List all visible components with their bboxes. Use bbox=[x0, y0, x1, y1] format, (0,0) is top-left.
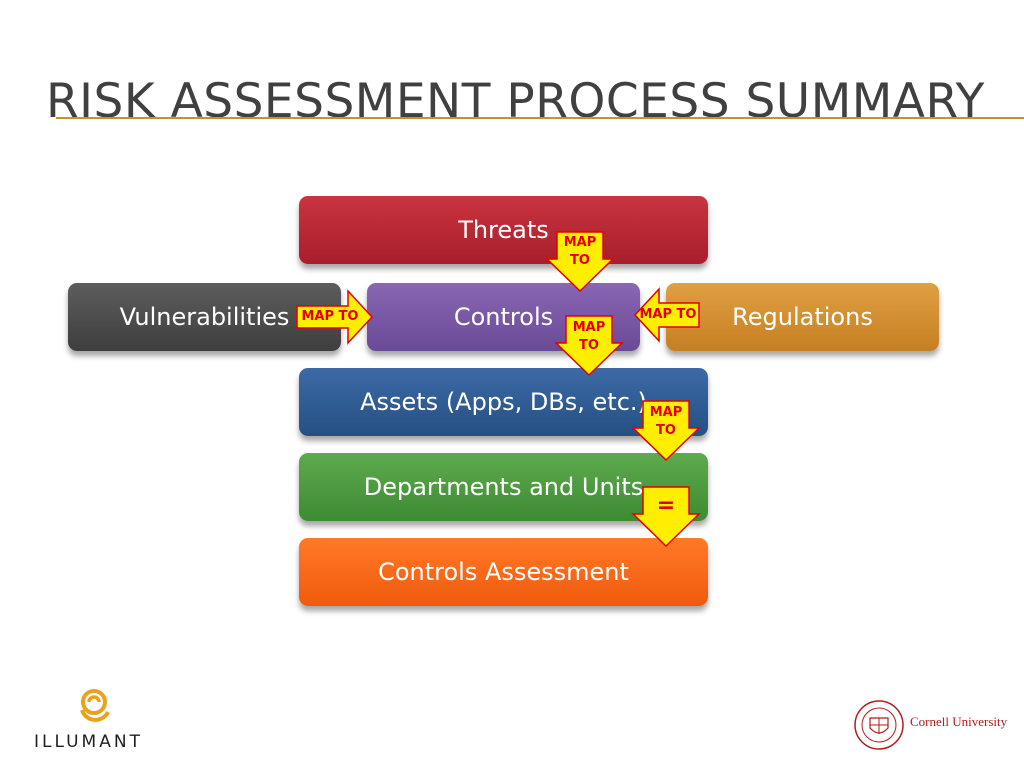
regulations-box: Regulations bbox=[666, 283, 939, 351]
assets-to-departments-arrow bbox=[631, 400, 701, 462]
arrow-text-line: TO bbox=[579, 338, 599, 353]
illumant-spiral-icon bbox=[80, 689, 110, 722]
threats-box: Threats bbox=[299, 196, 708, 264]
controls-to-assets-label: MAP TO bbox=[567, 319, 611, 355]
arrow-text-line: MAP bbox=[563, 235, 597, 250]
title-underline bbox=[56, 117, 1024, 119]
regulations-label: Regulations bbox=[732, 303, 873, 331]
vulnerabilities-to-controls-arrow bbox=[296, 289, 374, 345]
arrow-text-line: TO bbox=[656, 423, 676, 438]
departments-to-assessment-arrow bbox=[631, 486, 701, 548]
controls-label: Controls bbox=[453, 303, 554, 331]
assets-box: Assets (Apps, DBs, etc.) bbox=[299, 368, 708, 436]
arrow-text-line: MAP bbox=[649, 405, 683, 420]
vulnerabilities-box: Vulnerabilities bbox=[68, 283, 341, 351]
assessment-label: Controls Assessment bbox=[378, 558, 629, 586]
threats-to-controls-arrow bbox=[545, 231, 615, 293]
threats-label: Threats bbox=[458, 216, 549, 244]
controls-to-assets-arrow bbox=[554, 315, 624, 377]
cornell-logo-text: Cornell University bbox=[910, 714, 1008, 729]
assets-label: Assets (Apps, DBs, etc.) bbox=[360, 388, 647, 416]
illumant-logo-text: ILLUMANT bbox=[34, 732, 143, 752]
assessment-box: Controls Assessment bbox=[299, 538, 708, 606]
departments-label: Departments and Units bbox=[363, 473, 644, 501]
arrow-text-line: MAP bbox=[572, 320, 606, 335]
cornell-seal-icon bbox=[854, 700, 904, 750]
regulations-to-controls-arrow bbox=[633, 287, 700, 343]
vulnerabilities-to-controls-label: MAP TO bbox=[301, 309, 359, 324]
equals-label: = bbox=[656, 493, 676, 518]
vulnerabilities-label: Vulnerabilities bbox=[119, 303, 290, 331]
regulations-to-controls-label: MAP TO bbox=[639, 307, 697, 322]
departments-box: Departments and Units bbox=[299, 453, 708, 521]
assets-to-departments-label: MAP TO bbox=[644, 404, 688, 440]
threats-to-controls-label: MAP TO bbox=[558, 234, 602, 270]
page-title: RISK ASSESSMENT PROCESS SUMMARY bbox=[46, 74, 985, 129]
arrow-text-line: TO bbox=[570, 253, 590, 268]
